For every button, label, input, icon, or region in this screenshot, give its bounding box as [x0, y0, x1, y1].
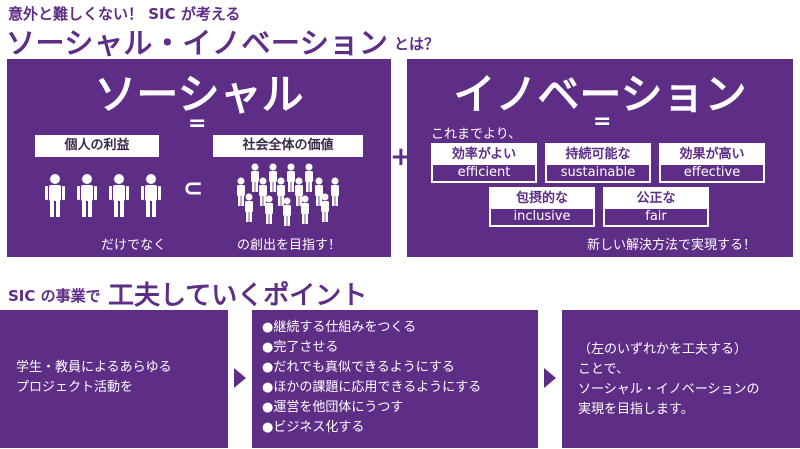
quality-fair: 公正な fair — [603, 187, 709, 227]
subset-symbol: ⊂ — [183, 174, 204, 202]
method-item: ●だれでも真似できるようにする — [262, 360, 455, 375]
quality-effective-en: effective — [683, 165, 741, 180]
quality-sustainable: 持続可能な sustainable — [545, 143, 651, 183]
quality-fair-en: fair — [645, 209, 667, 224]
plus-sign: + — [390, 142, 412, 172]
quality-effective-jp: 効果が高い — [679, 147, 745, 162]
quality-efficient-jp: 効率がよい — [451, 147, 517, 162]
method-item: ●ほかの課題に応用できるようにする — [262, 380, 482, 395]
innovation-intro: これまでより、 — [431, 127, 522, 142]
flow-step-projects-line: プロジェクト活動を — [16, 380, 134, 395]
section2-title: 工夫していくポイント — [108, 281, 368, 311]
society-value-label: 社会全体の価値 — [213, 135, 363, 157]
crowd-icon — [237, 163, 339, 226]
pre-title: 意外と難しくない！ SIC が考える — [8, 5, 241, 23]
social-equals: = — [188, 111, 207, 136]
quality-fair-jp: 公正な — [636, 191, 676, 206]
method-item: ●継続する仕組みをつくる — [262, 320, 417, 335]
social-heading: ソーシャル — [94, 70, 304, 119]
flow-step-projects: 学生・教員によるあらゆる プロジェクト活動を — [0, 310, 228, 448]
innovation-panel: イノベーション これまでより、 = 効率がよい efficient 持続可能な … — [407, 59, 793, 257]
flow-step-goal: （左のいずれかを工夫する） ことで、 ソーシャル・イノベーションの 実現を目指し… — [562, 310, 800, 448]
quality-effective: 効果が高い effective — [659, 143, 765, 183]
section2-pre: SIC の事業で — [8, 287, 101, 305]
quality-inclusive-en: inclusive — [513, 209, 571, 224]
quality-sustainable-en: sustainable — [560, 165, 636, 180]
quality-efficient: 効率がよい efficient — [431, 143, 537, 183]
innovation-equals: = — [593, 109, 612, 134]
flow-arrow-2 — [544, 368, 556, 388]
new-solution-caption: 新しい解決方法で実現する！ — [587, 238, 757, 253]
page-title: ソーシャル・イノベーション — [6, 26, 389, 60]
goal-line: （左のいずれかを工夫する） — [578, 342, 748, 357]
create-value-caption: の創出を目指す！ — [237, 238, 342, 253]
goal-line: ことで、 — [578, 362, 630, 377]
quality-efficient-en: efficient — [457, 165, 511, 180]
page-title-suffix: とは？ — [394, 35, 440, 53]
goal-line: 実現を目指します。 — [578, 402, 694, 417]
method-item: ●完了させる — [262, 340, 339, 355]
social-panel: ソーシャル = 個人の利益 社会全体の価値 ⊂ — [7, 59, 391, 257]
goal-line: ソーシャル・イノベーションの — [578, 382, 760, 397]
quality-sustainable-jp: 持続可能な — [565, 147, 631, 162]
quality-inclusive: 包摂的な inclusive — [489, 187, 595, 227]
flow-step-projects-line: 学生・教員によるあらゆる — [16, 360, 172, 375]
flow-arrow-1 — [234, 368, 246, 388]
quality-inclusive-jp: 包摂的な — [515, 191, 568, 206]
individuals-icon — [45, 174, 161, 217]
flow-step-methods: ●継続する仕組みをつくる ●完了させる ●だれでも真似できるようにする ●ほかの… — [252, 310, 538, 448]
not-only-caption: だけでなく — [101, 238, 167, 253]
method-item: ●運営を他団体にうつす — [262, 400, 404, 415]
individual-benefit-label: 個人の利益 — [35, 135, 159, 157]
method-item: ●ビジネス化する — [262, 420, 365, 435]
innovation-heading: イノベーション — [453, 70, 747, 119]
